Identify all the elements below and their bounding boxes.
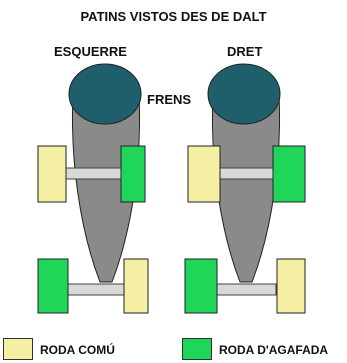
brakes-label: FRENS bbox=[147, 92, 192, 107]
legend-common-wheel-swatch bbox=[3, 338, 33, 360]
right-skate bbox=[184, 63, 306, 314]
left-rear-wheel-grip bbox=[37, 258, 69, 314]
left-skate-label: ESQUERRE bbox=[54, 44, 127, 59]
left-front-axle bbox=[65, 167, 129, 180]
right-rear-wheel-grip bbox=[184, 258, 218, 314]
legend-common-wheel-label: RODA COMÚ bbox=[40, 343, 115, 357]
left-brake bbox=[68, 63, 142, 125]
right-rear-axle bbox=[213, 283, 277, 296]
diagram-title: PATINS VISTOS DES DE DALT bbox=[80, 9, 267, 24]
left-front-wheel-common bbox=[37, 145, 67, 203]
left-front-wheel-grip bbox=[120, 145, 146, 203]
right-brake bbox=[207, 63, 281, 125]
legend-grip-wheel-swatch bbox=[182, 338, 212, 360]
right-skate-label: DRET bbox=[227, 44, 263, 59]
legend-grip-wheel-label: RODA D'AGAFADA bbox=[219, 343, 329, 357]
left-rear-axle bbox=[65, 283, 129, 296]
right-front-axle bbox=[213, 167, 277, 180]
left-skate bbox=[37, 63, 149, 314]
left-rear-wheel-common bbox=[123, 258, 149, 314]
right-front-wheel-grip bbox=[272, 145, 306, 203]
right-front-wheel-common bbox=[187, 145, 221, 203]
right-rear-wheel-common bbox=[276, 258, 306, 314]
